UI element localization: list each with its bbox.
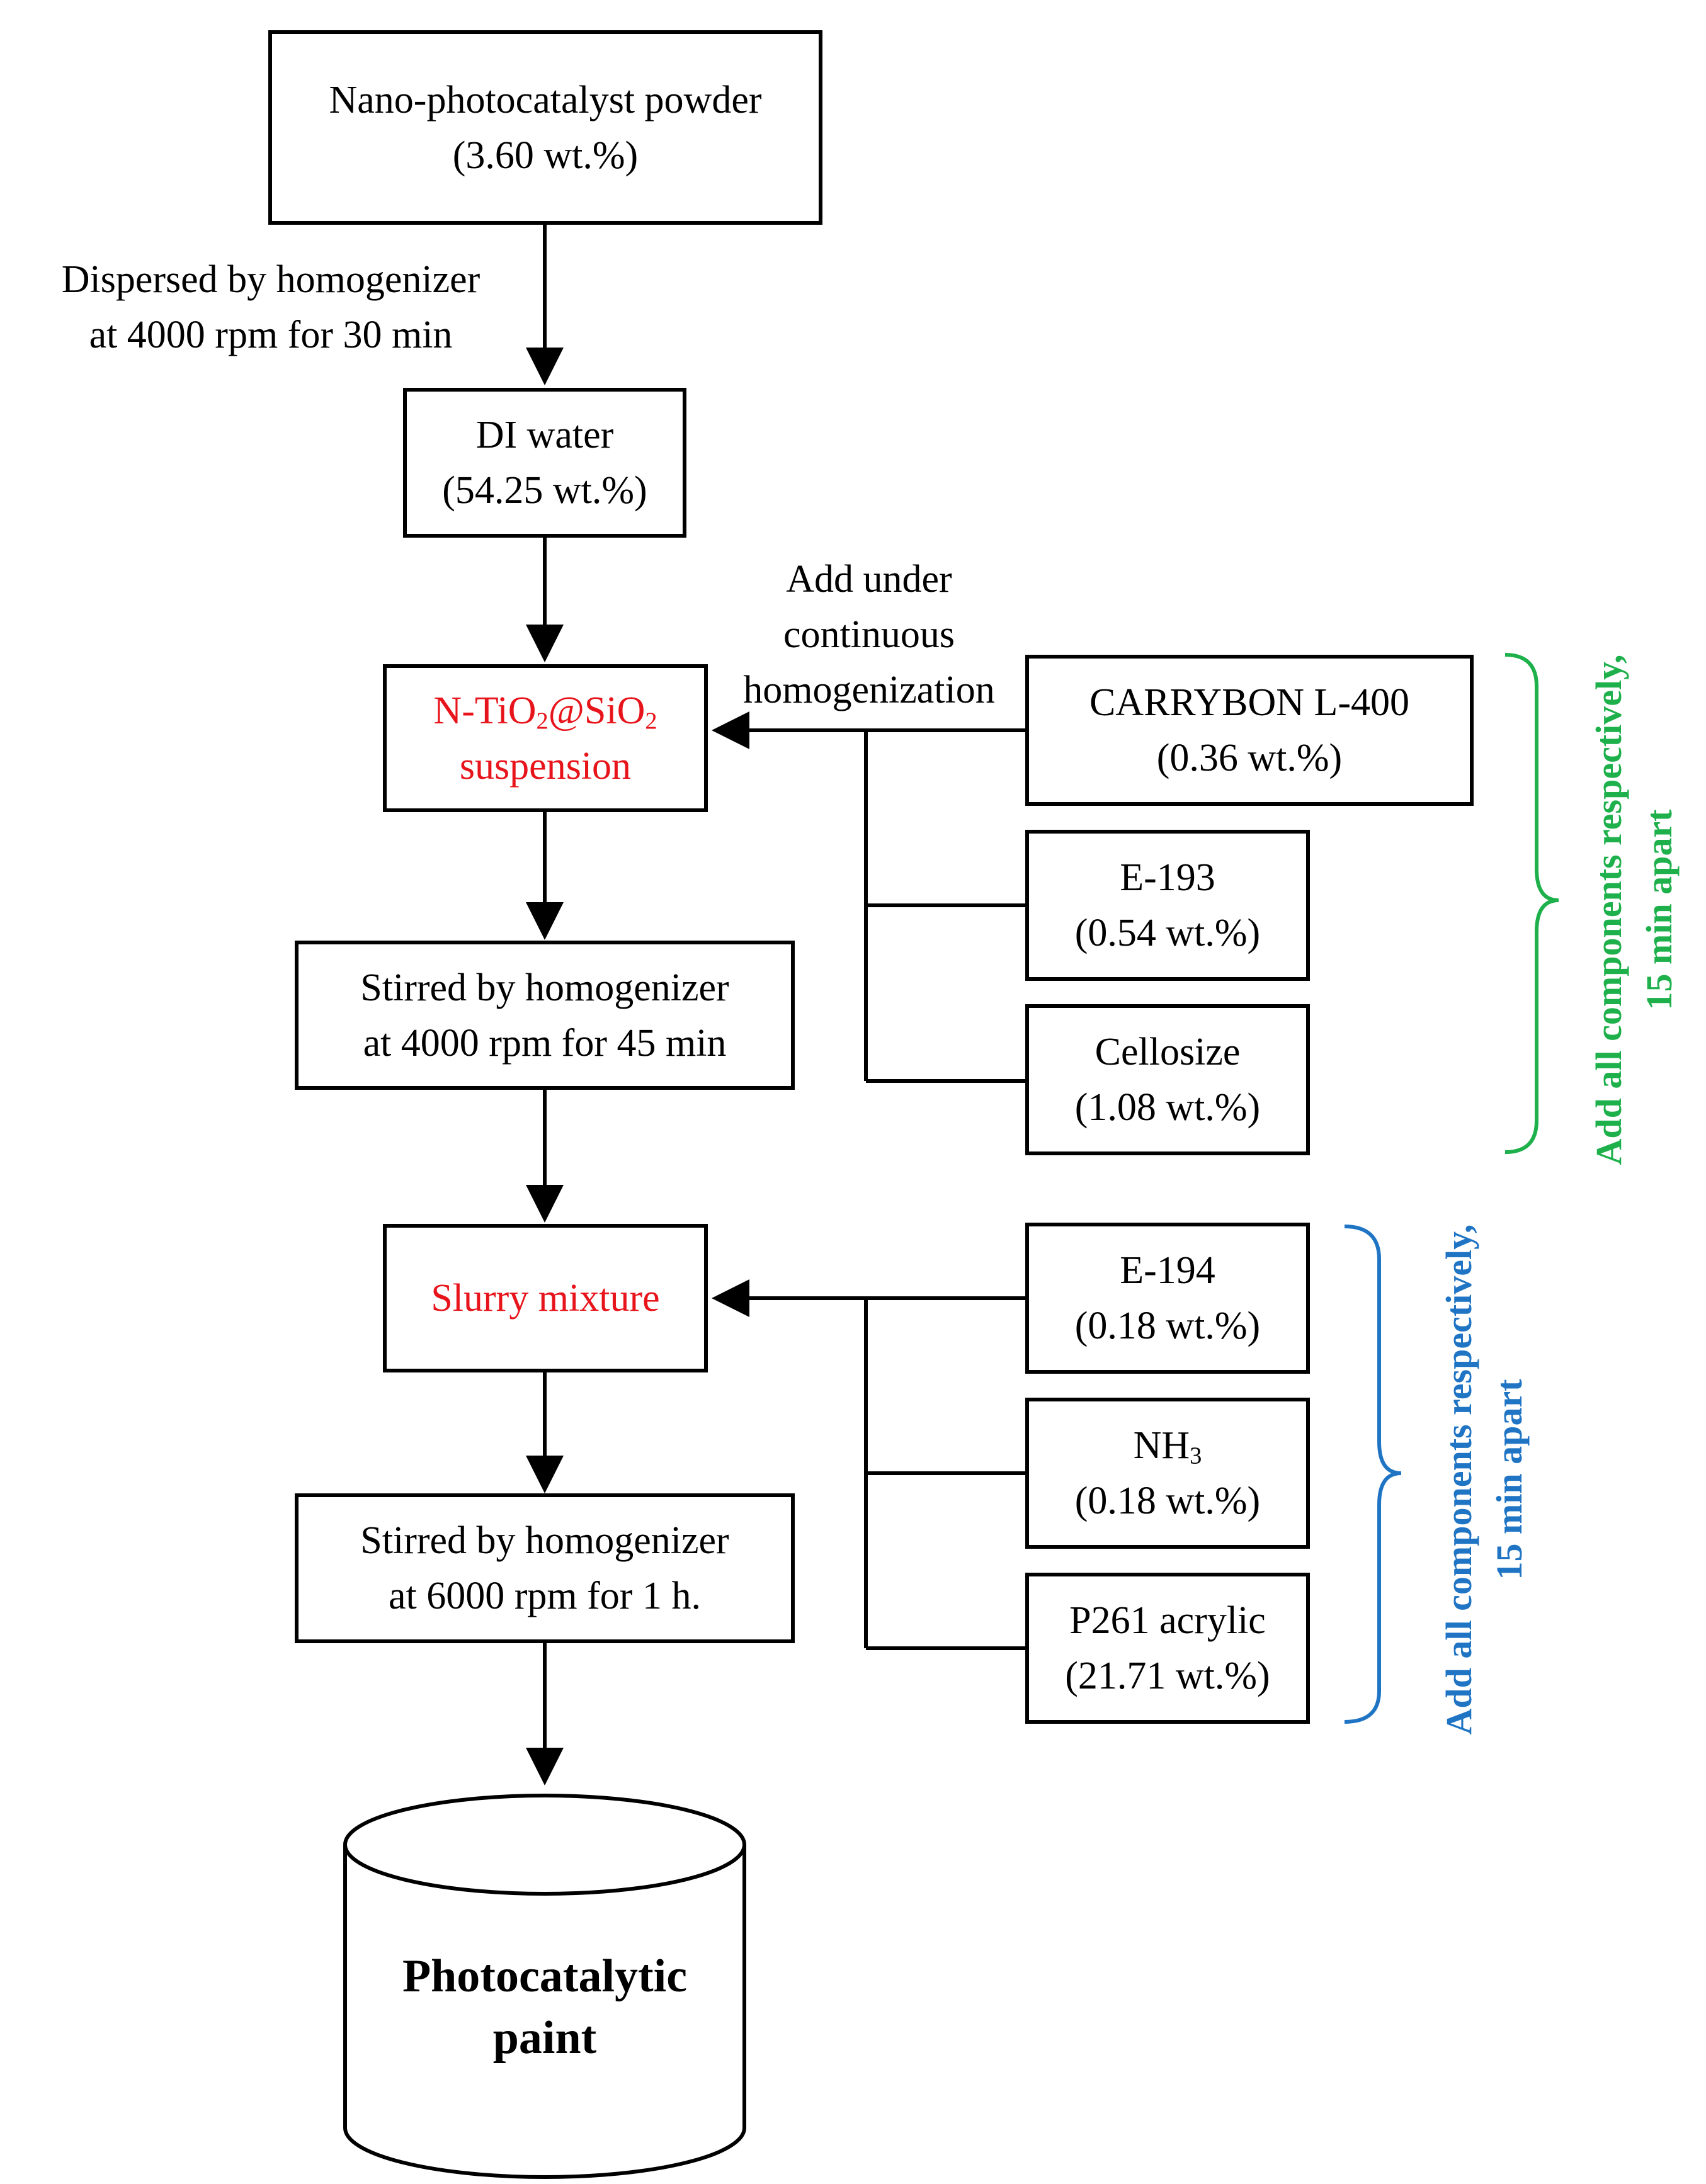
nh3-formula: NH3 xyxy=(1133,1424,1202,1469)
suspension-formula: N-TiO2@SiO2 xyxy=(433,689,657,734)
acrylic-name: P261 acrylic xyxy=(1069,1599,1266,1642)
stir1h-line-2: at 6000 rpm for 1 h. xyxy=(389,1575,701,1617)
note-group1-line-1: Add all components respectively, xyxy=(1588,654,1629,1165)
e194-amount: (0.18 wt.%) xyxy=(1074,1304,1261,1347)
add-line-3: homogenization xyxy=(743,669,995,711)
node-slurry-mixture: Slurry mixture xyxy=(383,1224,708,1372)
node-e193: E-193 (0.54 wt.%) xyxy=(1025,830,1310,981)
dispersed-line-2: at 4000 rpm for 30 min xyxy=(89,314,453,356)
cellosize-amount: (1.08 wt.%) xyxy=(1074,1086,1261,1129)
dispersed-line-1: Dispersed by homogenizer xyxy=(61,258,481,301)
label-add-under-homogenization: Add under continuous homogenization xyxy=(712,552,1026,718)
node-stirred-45min: Stirred by homogenizer at 4000 rpm for 4… xyxy=(295,941,795,1090)
stir45-line-2: at 4000 rpm for 45 min xyxy=(363,1021,727,1065)
curly-brace-group2 xyxy=(1344,1225,1402,1724)
node-nano-photocatalyst-powder: Nano-photocatalyst powder (3.60 wt.%) xyxy=(268,30,822,225)
water-amount: (54.25 wt.%) xyxy=(442,469,647,512)
note-group2-line-1: Add all components respectively, xyxy=(1438,1224,1479,1735)
nh3-amount: (0.18 wt.%) xyxy=(1074,1480,1261,1522)
paint-line-1: Photocatalytic xyxy=(402,1950,688,2002)
water-name: DI water xyxy=(475,414,614,456)
node-suspension: N-TiO2@SiO2 suspension xyxy=(383,664,708,812)
node-stirred-1h: Stirred by homogenizer at 6000 rpm for 1… xyxy=(295,1493,795,1643)
note-group2-line-2: 15 min apart xyxy=(1489,1379,1530,1580)
note-group1: Add all components respectively, 15 min … xyxy=(1584,595,1685,1225)
slurry-label: Slurry mixture xyxy=(431,1277,660,1320)
e193-amount: (0.54 wt.%) xyxy=(1074,912,1261,954)
paint-line-2: paint xyxy=(492,2012,597,2064)
stir45-line-1: Stirred by homogenizer xyxy=(360,966,729,1009)
add-line-2: continuous xyxy=(783,613,955,656)
node-photocatalytic-paint: Photocatalytic paint xyxy=(345,1945,744,2069)
stir1h-line-1: Stirred by homogenizer xyxy=(360,1519,729,1562)
paint-cylinder xyxy=(343,1794,746,2179)
suspension-label: suspension xyxy=(459,744,632,788)
note-group2: Add all components respectively, 15 min … xyxy=(1434,1165,1535,1794)
e193-name: E-193 xyxy=(1120,856,1215,899)
node-di-water: DI water (54.25 wt.%) xyxy=(403,388,686,538)
powder-name: Nano-photocatalyst powder xyxy=(329,78,762,122)
note-group1-line-2: 15 min apart xyxy=(1639,809,1680,1010)
add-line-1: Add under xyxy=(786,558,952,601)
carrybon-amount: (0.36 wt.%) xyxy=(1156,737,1343,779)
e194-name: E-194 xyxy=(1120,1249,1215,1292)
curly-brace-group1 xyxy=(1504,653,1559,1154)
acrylic-amount: (21.71 wt.%) xyxy=(1065,1655,1270,1697)
node-e194: E-194 (0.18 wt.%) xyxy=(1025,1223,1310,1374)
node-cellosize: Cellosize (1.08 wt.%) xyxy=(1025,1004,1310,1155)
carrybon-name: CARRYBON L-400 xyxy=(1089,681,1410,724)
powder-amount: (3.60 wt.%) xyxy=(452,133,639,177)
node-carrybon: CARRYBON L-400 (0.36 wt.%) xyxy=(1025,655,1474,806)
label-dispersed: Dispersed by homogenizer at 4000 rpm for… xyxy=(13,252,529,363)
node-nh3: NH3 (0.18 wt.%) xyxy=(1025,1398,1310,1549)
cellosize-name: Cellosize xyxy=(1095,1031,1241,1073)
node-p261-acrylic: P261 acrylic (21.71 wt.%) xyxy=(1025,1573,1310,1724)
